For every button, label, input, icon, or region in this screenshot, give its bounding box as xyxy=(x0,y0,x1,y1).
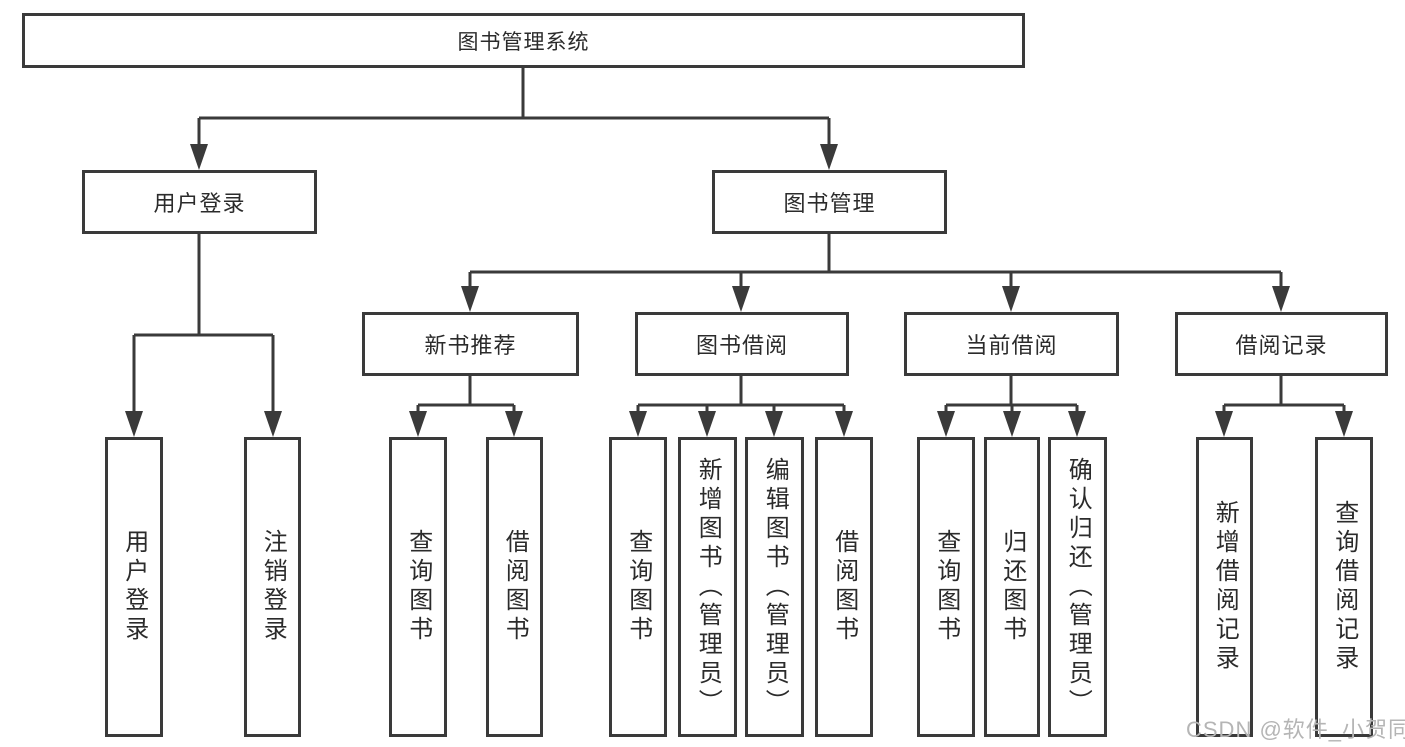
leaf-label: 查询图书 xyxy=(932,529,960,645)
csdn-watermark: CSDN @软件_小贺同学 xyxy=(1186,717,1405,742)
node-new-book-recommend: 新书推荐 xyxy=(362,312,579,376)
leaf-label: 新增借阅记录 xyxy=(1211,500,1239,674)
node-system-title: 图书管理系统 xyxy=(22,13,1025,68)
arrowheads xyxy=(125,144,1353,437)
leaf-recommend-query-books: 查询图书 xyxy=(389,437,447,737)
leaf-label: 借阅图书 xyxy=(501,529,529,645)
leaf-label: 编辑图书（管理员） xyxy=(761,456,789,718)
leaf-label: 注销登录 xyxy=(259,529,287,645)
leaf-label: 查询图书 xyxy=(404,529,432,645)
node-user-login: 用户登录 xyxy=(82,170,317,234)
leaf-current-return-books: 归还图书 xyxy=(984,437,1040,737)
leaf-label: 查询图书 xyxy=(624,529,652,645)
leaf-borrowing-add-books-admin: 新增图书（管理员） xyxy=(678,437,737,737)
leaf-records-add-borrow-record: 新增借阅记录 xyxy=(1196,437,1253,737)
node-borrow-records: 借阅记录 xyxy=(1175,312,1388,376)
leaf-current-query-books: 查询图书 xyxy=(917,437,975,737)
leaf-user-login: 用户登录 xyxy=(105,437,163,737)
leaf-label: 用户登录 xyxy=(120,529,148,645)
leaf-logout: 注销登录 xyxy=(244,437,301,737)
leaf-label: 查询借阅记录 xyxy=(1330,500,1358,674)
leaf-recommend-borrow-books: 借阅图书 xyxy=(486,437,543,737)
node-current-borrowing: 当前借阅 xyxy=(904,312,1119,376)
leaf-records-query-borrow-record: 查询借阅记录 xyxy=(1315,437,1373,737)
leaf-label: 归还图书 xyxy=(998,529,1026,645)
leaf-borrowing-edit-books-admin: 编辑图书（管理员） xyxy=(745,437,804,737)
node-book-management: 图书管理 xyxy=(712,170,947,234)
leaf-borrowing-query-books: 查询图书 xyxy=(609,437,667,737)
leaf-current-confirm-return-admin: 确认归还（管理员） xyxy=(1048,437,1107,737)
leaf-label: 借阅图书 xyxy=(830,529,858,645)
leaf-borrowing-borrow-books: 借阅图书 xyxy=(815,437,873,737)
leaf-label: 新增图书（管理员） xyxy=(694,456,722,718)
node-book-borrowing: 图书借阅 xyxy=(635,312,849,376)
leaf-label: 确认归还（管理员） xyxy=(1064,456,1092,718)
